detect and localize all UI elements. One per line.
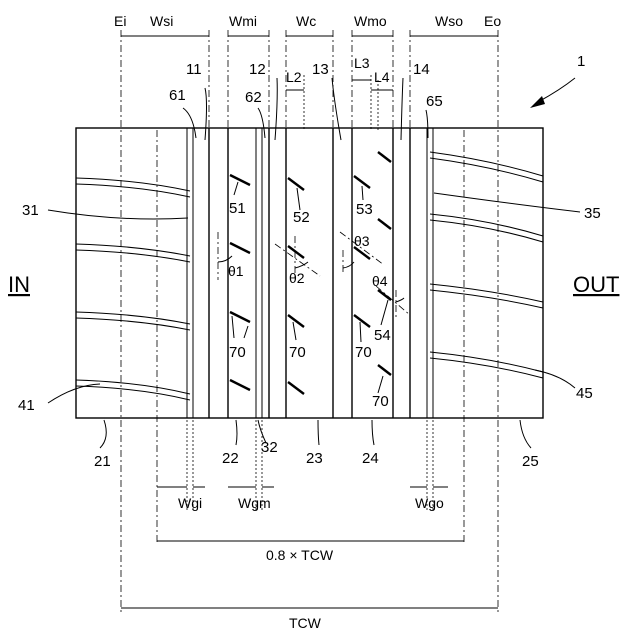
ref-14: 14: [413, 61, 430, 78]
inner-lug-grooves: [76, 178, 190, 400]
ref-1: 1: [577, 53, 585, 70]
reference-arrow: [530, 78, 575, 108]
ref-70-c: 70: [355, 344, 372, 361]
leader-lines: [48, 78, 580, 448]
label-Wso: Wso: [435, 13, 463, 29]
label-L4: L4: [374, 69, 390, 85]
reference-numerals: 1 11 12 13 14 61 62 65 31 35 41 45 51 52…: [18, 53, 601, 470]
ref-70-a: 70: [229, 344, 246, 361]
ref-12: 12: [249, 61, 266, 78]
ref-62: 62: [245, 89, 262, 106]
ref-35: 35: [584, 205, 601, 222]
label-Wsi: Wsi: [150, 13, 173, 29]
ref-41: 41: [18, 397, 35, 414]
ref-25: 25: [522, 453, 539, 470]
label-in: IN: [8, 272, 30, 297]
ref-11: 11: [186, 61, 202, 78]
label-Wc: Wc: [296, 13, 316, 29]
tread-outline: [76, 128, 543, 418]
ref-13: 13: [312, 61, 329, 78]
ref-54: 54: [374, 327, 391, 344]
ref-61: 61: [169, 87, 186, 104]
label-theta3: θ3: [354, 233, 370, 249]
ref-32: 32: [261, 439, 278, 456]
label-tcw: TCW: [289, 615, 322, 631]
ref-31: 31: [22, 202, 39, 219]
label-Wgm: Wgm: [238, 495, 271, 511]
ref-70-b: 70: [289, 344, 306, 361]
outer-lug-grooves: [430, 152, 543, 378]
dimension-labels: Ei Wsi Wmi Wc Wmo Wso Eo L2 L3 L4 Wgi Wg…: [8, 13, 619, 631]
ref-24: 24: [362, 450, 379, 467]
label-Eo: Eo: [484, 13, 501, 29]
label-Wmo: Wmo: [354, 13, 387, 29]
ref-23: 23: [306, 450, 323, 467]
ref-53: 53: [356, 201, 373, 218]
top-dimensions: [121, 36, 498, 90]
ref-52: 52: [293, 209, 310, 226]
label-L3: L3: [354, 55, 370, 71]
label-0.8-tcw: 0.8 × TCW: [266, 547, 334, 563]
label-Ei: Ei: [114, 13, 126, 29]
ref-51: 51: [229, 200, 246, 217]
ref-21: 21: [94, 453, 111, 470]
ref-45: 45: [576, 385, 593, 402]
ref-22: 22: [222, 450, 239, 467]
ref-70-d: 70: [372, 393, 389, 410]
label-Wgo: Wgo: [415, 495, 444, 511]
narrow-grooves: [187, 128, 433, 418]
label-theta2: θ2: [289, 270, 305, 286]
ref-65: 65: [426, 93, 443, 110]
label-theta4: θ4: [372, 273, 388, 289]
label-Wgi: Wgi: [178, 495, 202, 511]
label-L2: L2: [286, 69, 302, 85]
label-out: OUT: [573, 272, 619, 297]
label-theta1: θ1: [228, 263, 244, 279]
label-Wmi: Wmi: [229, 13, 257, 29]
reference-lines: [121, 30, 498, 612]
